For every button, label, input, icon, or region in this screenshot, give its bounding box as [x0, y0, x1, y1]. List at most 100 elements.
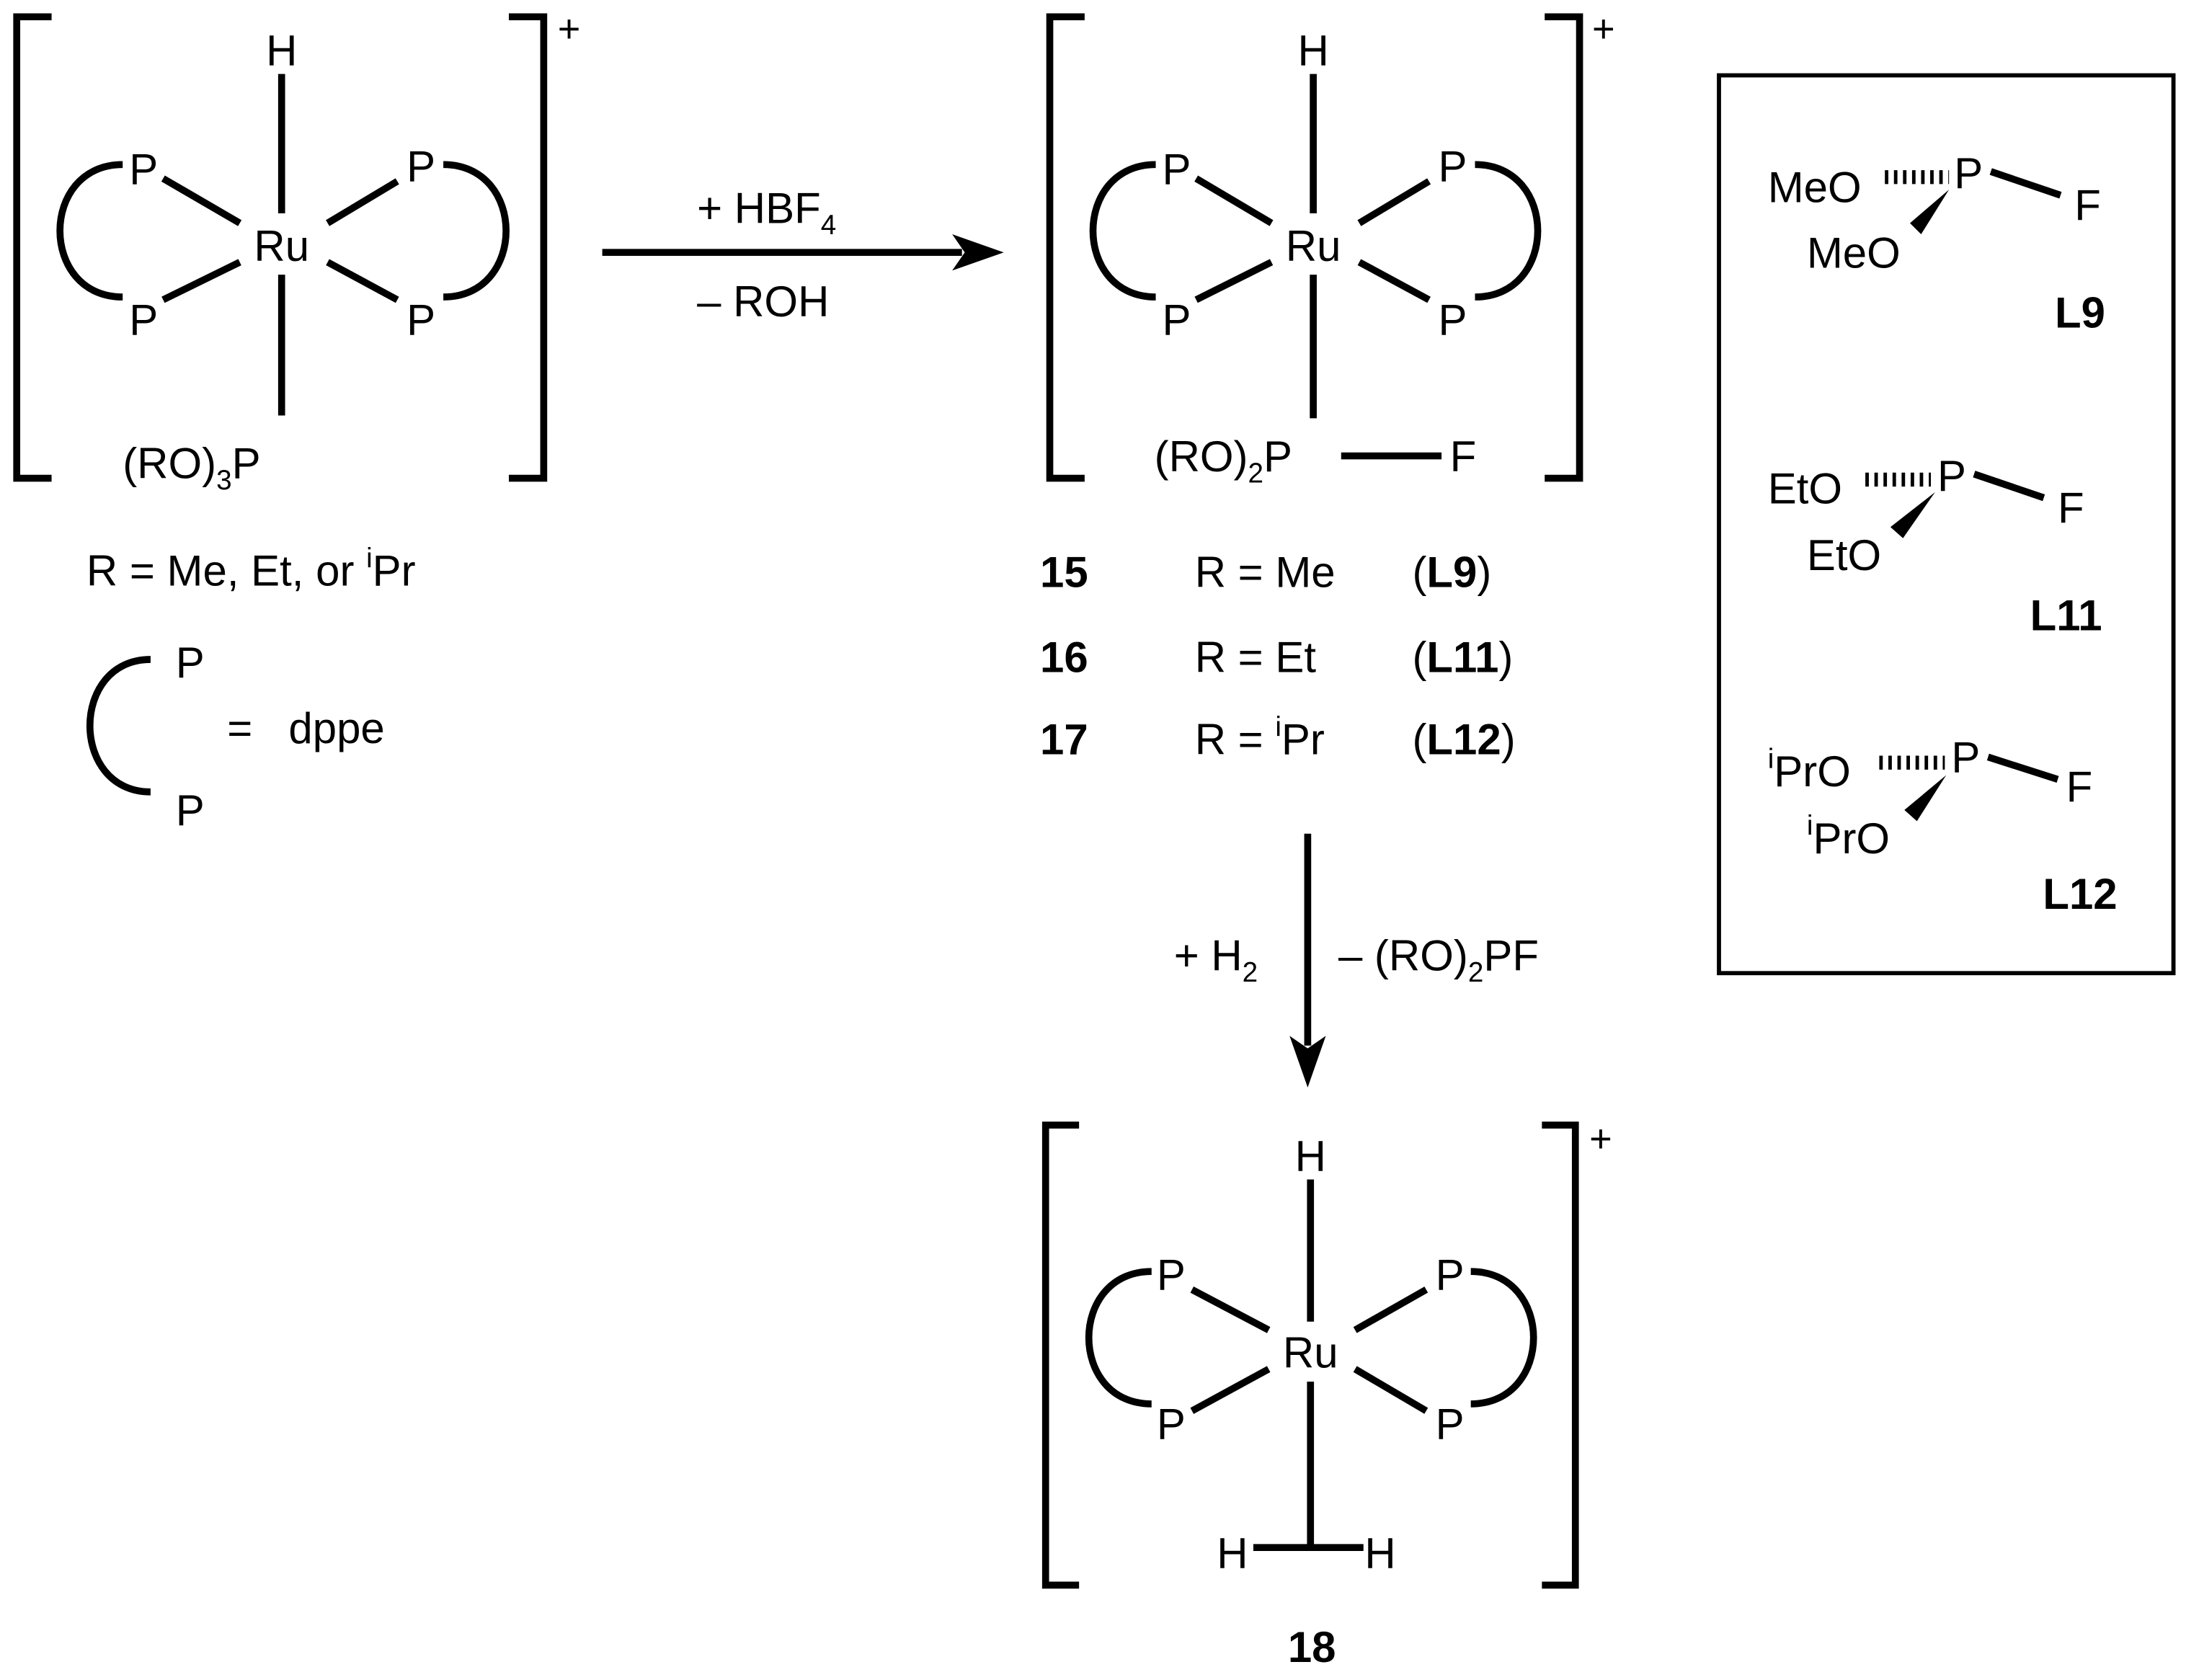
isopropoxy-label: iPrO [1768, 744, 1851, 796]
dppe-arc-left [1089, 161, 1156, 301]
ruthenium-label: Ru [254, 222, 309, 270]
bracket-right [1545, 13, 1583, 482]
complex-c: + H Ru P P P P H H 18 [1041, 1117, 1612, 1671]
compound-number: 16 [1040, 633, 1088, 681]
byproduct-label: – (RO)2PF [1338, 931, 1539, 987]
phosphorus-label: P [1937, 452, 1966, 500]
isopropoxy-label: iPrO [1807, 811, 1890, 863]
ru-p-bond [1190, 1366, 1271, 1414]
dppe-arc [86, 656, 151, 796]
compound-list: 15 R = Me (L9) 16 R = Et (L11) 17 R = iP… [1040, 548, 1516, 763]
hydride-label: H [266, 27, 297, 75]
dihydrogen-h-label: H [1217, 1529, 1248, 1578]
hydride-label: H [1297, 27, 1328, 75]
hydride-label: H [1295, 1132, 1326, 1181]
ru-p-bond [1357, 178, 1431, 226]
ligand-ref: (L11) [1412, 633, 1513, 681]
complex-b: + H Ru P P P P (RO)2P F [1046, 7, 1615, 489]
ru-p-bond [1190, 1286, 1271, 1333]
charge-plus: + [1592, 7, 1615, 50]
ru-p-bond [161, 175, 242, 226]
charge-plus: + [1589, 1117, 1612, 1160]
dppe-legend: P P = dppe [86, 639, 385, 835]
substituent-label: R = Me [1195, 548, 1336, 596]
ligand-ref: (L12) [1412, 716, 1515, 764]
fluorine-label: F [2058, 484, 2084, 532]
dihydrogen-h-label: H [1364, 1529, 1395, 1578]
p-f-bond [1973, 471, 2045, 502]
bracket-right [509, 13, 548, 482]
ethoxy-label: EtO [1768, 464, 1842, 512]
ligand-box: MeO P MeO F L9 EtO P EtO F L11 iPrO P [1717, 73, 2176, 976]
ligand-label: L9 [2055, 289, 2105, 337]
dppe-arc-right [1475, 161, 1542, 301]
phosphorus-label: P [1439, 143, 1467, 191]
fluorine-label: F [2074, 182, 2101, 230]
bracket-left [1046, 13, 1085, 482]
phosphorus-label: P [1163, 295, 1191, 344]
fluorine-label: F [1450, 432, 1477, 481]
ruthenium-label: Ru [1283, 1329, 1338, 1377]
phosphorus-label: P [129, 145, 158, 193]
phosphorus-label: P [1163, 145, 1191, 193]
ligand-structure-l12: iPrO P iPrO F L12 [1768, 734, 2118, 919]
reaction-arrow-2: + H2 – (RO)2PF [1174, 833, 1539, 1088]
equals-sign: = [227, 704, 252, 752]
dppe-arc-right [443, 161, 510, 301]
ru-p-bond [1194, 259, 1274, 303]
axial-phosphite-label: (RO)3P [123, 440, 260, 496]
ligand-label: L11 [2030, 591, 2102, 639]
phosphorus-label: P [406, 295, 435, 344]
ruthenium-label: Ru [1286, 222, 1341, 270]
dppe-arc-right [1470, 1268, 1537, 1408]
phosphorus-label: P [1439, 295, 1467, 344]
reagent-label: + HBF4 [697, 185, 836, 241]
phosphorus-label: P [1951, 734, 1980, 782]
phosphorus-label: P [1436, 1400, 1465, 1448]
phosphorus-label: P [1157, 1400, 1186, 1448]
fluorine-label: F [2066, 763, 2093, 811]
ethoxy-label: EtO [1807, 531, 1881, 579]
methoxy-label: MeO [1807, 228, 1901, 277]
ligand-box-border [1717, 73, 2176, 976]
methoxy-label: MeO [1768, 164, 1862, 212]
phosphorus-label: P [406, 143, 435, 191]
arrow-head [1289, 1036, 1326, 1088]
phosphorus-label: P [1954, 149, 1983, 197]
phosphorus-label: P [1157, 1250, 1186, 1299]
compound-number: 15 [1040, 548, 1088, 596]
reagent-label: + H2 [1174, 931, 1258, 987]
substituent-label: R = Et [1195, 633, 1317, 681]
ru-p-bond [1353, 1286, 1429, 1333]
dppe-name: dppe [288, 704, 384, 752]
bracket-left [13, 13, 52, 482]
bracket-right [1542, 1121, 1579, 1589]
phosphorus-label: P [1436, 1250, 1465, 1299]
complex-a: + H Ru P P P P (RO)3P [13, 7, 581, 496]
byproduct-label: – ROH [697, 277, 829, 326]
arrow-head [952, 234, 1004, 271]
reaction-arrow-1: + HBF4 – ROH [602, 185, 1004, 326]
p-f-bond [1986, 753, 2059, 783]
ligand-structure-l11: EtO P EtO F L11 [1768, 452, 2102, 639]
substituent-label: R = iPr [1195, 711, 1325, 763]
ligand-ref: (L9) [1412, 548, 1491, 596]
wedge-bond [1910, 190, 1950, 235]
compound-number: 17 [1040, 716, 1088, 764]
phosphorus-label: P [129, 295, 158, 344]
charge-plus: + [558, 7, 581, 50]
phosphorus-label: P [176, 786, 205, 835]
ru-p-bond [326, 259, 399, 303]
wedge-bond [1890, 492, 1935, 538]
axial-phosphonite-label: (RO)2P [1155, 432, 1292, 489]
phosphorus-label: P [176, 639, 205, 687]
dppe-arc-left [56, 161, 123, 301]
compound-number: 18 [1288, 1623, 1336, 1671]
ligand-label: L12 [2043, 870, 2117, 918]
wedge-bond [1904, 775, 1947, 822]
bracket-left [1041, 1121, 1080, 1589]
ru-p-bond [1357, 259, 1431, 303]
ru-p-bond [326, 178, 399, 226]
r-definition: R = Me, Et, or iPr [86, 543, 416, 595]
